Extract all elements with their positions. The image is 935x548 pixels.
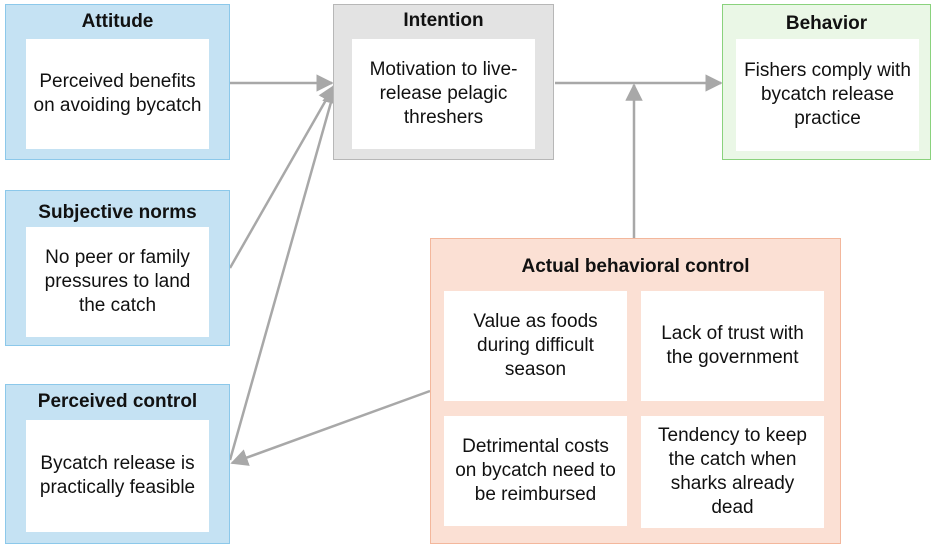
actual-control-item: Value as foods during difficult season xyxy=(444,291,627,401)
arrow-actual-to-perceived xyxy=(230,389,431,466)
subjective-norms-text: No peer or family pressures to land the … xyxy=(26,227,209,337)
intention-title: Intention xyxy=(403,10,484,31)
intention-text: Motivation to live-release pelagic thres… xyxy=(352,39,535,149)
perceived-control-title: Perceived control xyxy=(37,391,198,412)
perceived-control-box: Perceived control Bycatch release is pra… xyxy=(5,384,230,544)
perceived-control-text: Bycatch release is practically feasible xyxy=(26,420,209,532)
behavior-title: Behavior xyxy=(785,13,868,34)
arrow-norms-to-intention xyxy=(228,84,336,269)
behavior-text: Fishers comply with bycatch release prac… xyxy=(736,39,919,151)
actual-control-item: Detrimental costs on bycatch need to be … xyxy=(444,416,627,526)
subjective-norms-box: Subjective norms No peer or family press… xyxy=(5,190,230,346)
attitude-title: Attitude xyxy=(81,11,154,32)
attitude-box: Attitude Perceived benefits on avoiding … xyxy=(5,4,230,160)
behavior-box: Behavior Fishers comply with bycatch rel… xyxy=(722,4,931,160)
actual-control-item: Lack of trust with the government xyxy=(641,291,824,401)
subjective-norms-title: Subjective norms xyxy=(38,202,197,223)
attitude-text: Perceived benefits on avoiding bycatch xyxy=(26,39,209,149)
actual-behavioral-control-box: Actual behavioral control Value as foods… xyxy=(430,238,841,544)
intention-box: Intention Motivation to live-release pel… xyxy=(333,4,554,160)
actual-control-item: Tendency to keep the catch when sharks a… xyxy=(641,416,824,528)
actual-behavioral-control-title: Actual behavioral control xyxy=(521,256,750,277)
arrow-control-to-intention xyxy=(228,86,340,461)
